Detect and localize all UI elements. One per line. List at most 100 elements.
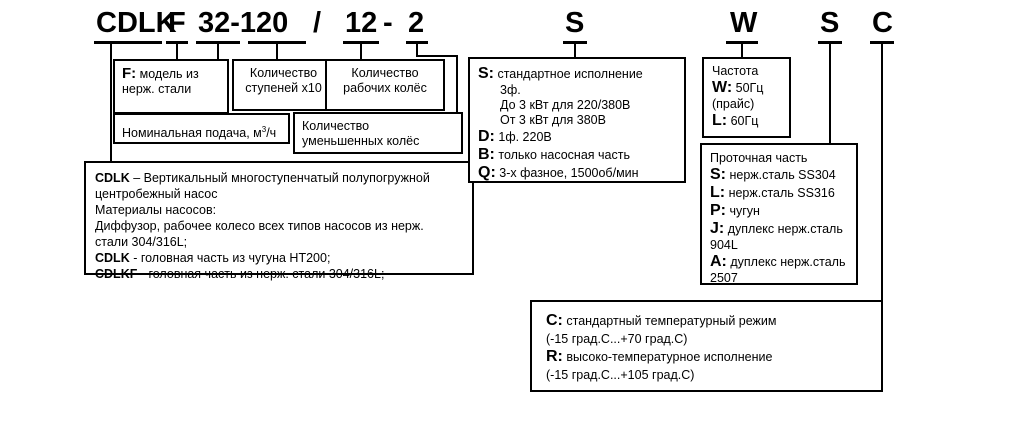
box-stainless-model-text: модель из нерж. стали: [122, 67, 199, 96]
code-token-cdlk: CDLK: [96, 7, 177, 39]
underline-s2: [818, 41, 842, 44]
box-frequency-price: (прайс): [712, 97, 755, 111]
box-stainless-model-key: F:: [122, 65, 137, 82]
connector-2-seg1: [416, 43, 418, 57]
code-token-size: 32-120: [198, 7, 289, 39]
box-temperature: C: стандартный температурный режим (-15 …: [530, 300, 883, 392]
code-token-reduced: 2: [408, 7, 425, 39]
box-description-l1-key: CDLK: [95, 171, 130, 185]
underline-cdlk: [94, 41, 162, 44]
box-frequency-l-text: 60Гц: [727, 114, 759, 128]
connector-2-seg2: [416, 55, 458, 57]
box-execution-d-key: D:: [478, 128, 495, 145]
connector-s2: [829, 43, 831, 144]
box-flow-part-a-text2: 2507: [710, 271, 738, 285]
box-flow-part-s-text: нерж.сталь SS304: [726, 168, 836, 182]
box-impellers-line1: Количество: [351, 66, 419, 80]
box-execution-s-key: S:: [478, 65, 494, 82]
box-frequency-w-key: W:: [712, 79, 733, 96]
box-flow-part-a-text: дуплекс нерж.сталь: [726, 255, 846, 269]
box-nominal-flow-text: Номинальная подача, м: [122, 126, 262, 141]
box-flow-part-p-text: чугун: [726, 204, 760, 218]
box-description: CDLK – Вертикальный многоступенчатый пол…: [84, 161, 474, 281]
box-description-l6-key: CDLK: [95, 251, 130, 265]
code-token-frequency: W: [730, 7, 758, 39]
underline-2: [406, 41, 428, 44]
box-flow-part-s-key: S:: [710, 166, 726, 183]
box-stainless-model: F: модель из нерж. стали: [113, 59, 229, 114]
box-flow-part-l-key: L:: [710, 184, 726, 201]
box-execution-d-text: 1ф. 220В: [494, 130, 552, 144]
box-flow-part-j-key: J:: [710, 220, 725, 237]
box-description-l2: центробежный насос: [95, 187, 218, 201]
underline-w: [726, 41, 758, 44]
box-flow-part: Проточная часть S: нерж.сталь SS304 L: н…: [700, 143, 858, 285]
connector-f: [176, 43, 178, 60]
box-impellers: Количество рабочих колёс: [325, 59, 445, 111]
connector-c-seg1: [881, 43, 883, 392]
box-impellers-line2: рабочих колёс: [343, 81, 427, 95]
box-stages: Количество ступеней х10: [232, 59, 335, 111]
connector-w: [741, 43, 743, 58]
box-reduced-impellers-line1: Количество: [302, 119, 370, 133]
model-code-row: CDLK F 32-120 / 12 - 2 S W S C: [0, 6, 1024, 46]
box-execution: S: стандартное исполнение 3ф. До 3 кВт д…: [468, 57, 686, 183]
code-token-f: F: [168, 7, 186, 39]
box-temperature-r-key: R:: [546, 348, 563, 365]
connector-s1: [574, 43, 576, 58]
box-nominal-flow-sup: 3: [261, 125, 267, 134]
connector-2-seg3: [456, 55, 458, 113]
box-description-l4: Диффузор, рабочее колесо всех типов насо…: [95, 219, 424, 233]
box-frequency-title: Частота: [712, 64, 759, 78]
box-temperature-c-text: стандартный температурный режим: [562, 314, 777, 328]
box-flow-part-p-key: P:: [710, 202, 726, 219]
connector-120: [276, 43, 278, 60]
code-token-dash: -: [383, 7, 393, 39]
connector-cdlk: [110, 43, 112, 162]
underline-120: [248, 41, 306, 44]
box-description-l7-key: CDLKF: [95, 267, 138, 281]
box-temperature-c-key: C:: [546, 312, 563, 329]
box-temperature-r-range: (-15 град.С...+105 град.С): [546, 368, 695, 382]
box-description-l5: стали 304/316L;: [95, 235, 188, 249]
box-frequency: Частота W: 50Гц (прайс) L: 60Гц: [702, 57, 791, 138]
code-token-temperature: C: [872, 7, 893, 39]
box-execution-b-text: только насосная часть: [494, 148, 630, 162]
box-reduced-impellers: Количество уменьшенных колёс: [293, 112, 463, 154]
box-description-l6-rest: - головная часть из чугуна HT200;: [129, 251, 331, 265]
box-frequency-w-text: 50Гц: [732, 81, 764, 95]
box-nominal-flow-text2: /ч: [266, 126, 277, 141]
box-execution-s-sub1: 3ф.: [500, 83, 521, 97]
box-nominal-flow: Номинальная подача, м3/ч: [113, 113, 290, 144]
underline-32: [196, 41, 240, 44]
code-token-flowpart: S: [820, 7, 840, 39]
box-description-l3: Материалы насосов:: [95, 203, 217, 217]
code-token-stages: 12: [345, 7, 378, 39]
box-execution-b-key: B:: [478, 146, 495, 163]
box-execution-s-text: стандартное исполнение: [494, 67, 643, 81]
underline-s1: [563, 41, 587, 44]
box-flow-part-j-text: дуплекс нерж.сталь: [724, 222, 843, 236]
box-flow-part-a-key: A:: [710, 253, 727, 270]
box-temperature-c-range: (-15 град.С...+70 град.С): [546, 332, 688, 346]
code-token-execution: S: [565, 7, 585, 39]
box-description-l1-rest: – Вертикальный многоступенчатый полупогр…: [129, 171, 430, 185]
underline-c: [870, 41, 894, 44]
box-flow-part-j-text2: 904L: [710, 238, 738, 252]
box-description-l7-rest: - головная часть из нерж. стали 304/316L…: [137, 267, 385, 281]
box-execution-q-text: 3-х фазное, 1500об/мин: [495, 166, 639, 180]
box-stages-line1: Количество: [249, 66, 318, 80]
box-execution-s-sub3: От 3 кВт для 380В: [500, 113, 606, 127]
underline-f: [166, 41, 188, 44]
box-reduced-impellers-line2: уменьшенных колёс: [302, 134, 420, 148]
box-temperature-r-text: высоко-температурное исполнение: [562, 350, 773, 364]
underline-12: [343, 41, 379, 44]
box-stages-line2: ступеней х10: [245, 81, 322, 95]
box-frequency-l-key: L:: [712, 112, 728, 129]
connector-12: [360, 43, 362, 60]
box-flow-part-l-text: нерж.сталь SS316: [725, 186, 835, 200]
box-flow-part-title: Проточная часть: [710, 151, 808, 165]
code-token-slash: /: [313, 7, 322, 39]
box-execution-s-sub2: До 3 кВт для 220/380В: [500, 98, 631, 112]
